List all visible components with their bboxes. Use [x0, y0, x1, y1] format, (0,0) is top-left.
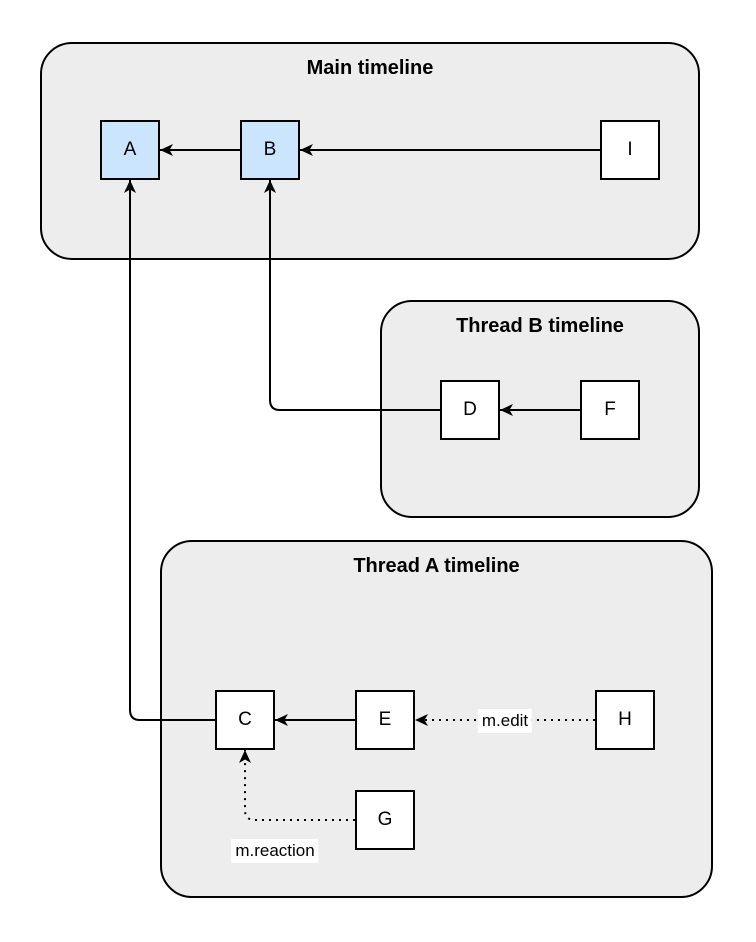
- edge-label-m-edit: m.edit: [477, 709, 533, 733]
- edge-d-to-b: [264, 180, 440, 411]
- thread-b-timeline-title: Thread B timeline: [456, 315, 624, 337]
- node-i: I: [600, 120, 660, 180]
- edge-c-to-a: [124, 180, 215, 721]
- node-e: E: [355, 690, 415, 750]
- node-d: D: [440, 380, 500, 440]
- node-g: G: [355, 790, 415, 850]
- edge-g-to-c-m-reaction: [239, 750, 355, 821]
- main-timeline-title: Main timeline: [306, 57, 434, 79]
- node-h: H: [595, 690, 655, 750]
- node-a: A: [100, 120, 160, 180]
- thread-a-timeline-title: Thread A timeline: [353, 555, 520, 577]
- node-c: C: [215, 690, 275, 750]
- edge-label-m-reaction: m.reaction: [231, 839, 319, 863]
- node-b: B: [240, 120, 300, 180]
- node-f: F: [580, 380, 640, 440]
